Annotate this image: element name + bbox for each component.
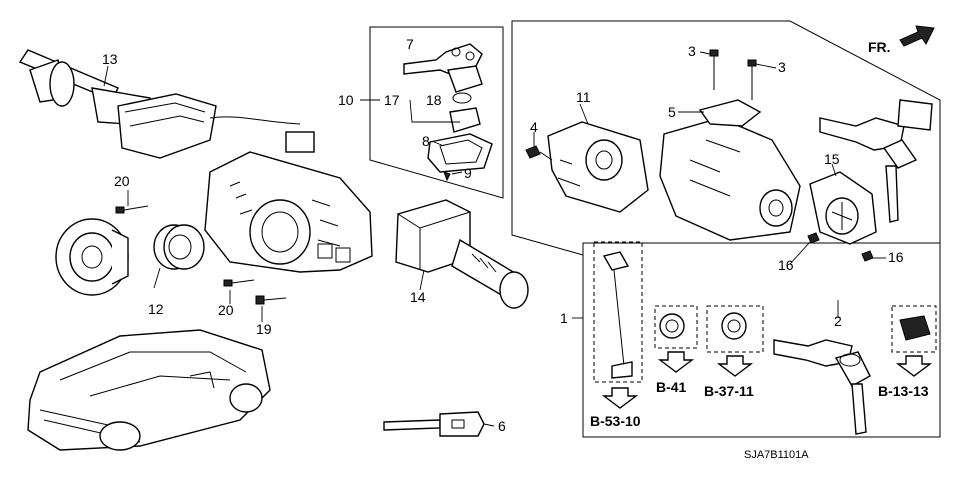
callout-15: 15	[824, 151, 840, 167]
callout-7: 7	[406, 36, 414, 52]
callout-14: 14	[410, 289, 426, 305]
steering-lock-icon	[659, 99, 801, 241]
callout-10: 10	[338, 92, 354, 108]
callout-13: 13	[102, 51, 118, 67]
ref-b37-11[interactable]: B-37-11	[704, 383, 754, 399]
key-cylinder-icon	[809, 171, 877, 245]
ref-b13-13[interactable]: B-13-13	[878, 383, 929, 399]
vehicle-silhouette-icon	[27, 329, 271, 451]
callout-18: 18	[426, 92, 442, 108]
key-blank-icon	[383, 411, 485, 437]
callout-19: 19	[256, 321, 272, 337]
wiper-switch-icon	[395, 199, 529, 309]
callout-16-a: 16	[778, 257, 794, 273]
callout-5: 5	[668, 104, 676, 120]
callout-4: 4	[530, 119, 538, 135]
callout-1: 1	[560, 310, 568, 326]
column-housing-icon	[204, 151, 373, 273]
ref-box-b37	[706, 305, 764, 353]
callout-3-a: 3	[688, 43, 696, 59]
ref-box-b53	[593, 241, 643, 383]
key-lock-sub-box	[582, 242, 940, 255]
key-fob-icon	[403, 43, 493, 182]
leader-lines	[103, 51, 886, 427]
callout-12: 12	[148, 301, 164, 317]
ref-b41[interactable]: B-41	[656, 379, 687, 395]
lock-set-group-box	[511, 20, 941, 438]
key-icon	[819, 99, 933, 223]
ref-box-b41	[654, 305, 698, 349]
callout-20-a: 20	[114, 173, 130, 189]
spiral-cable-icon	[55, 218, 205, 296]
ref-arrow-icons	[601, 351, 933, 409]
ignition-switch-icon	[547, 121, 649, 213]
diagram-code: SJA7B1101A	[744, 449, 809, 461]
callout-11: 11	[576, 89, 591, 105]
direction-arrow-icon	[899, 25, 935, 47]
callout-3-b: 3	[778, 59, 786, 75]
lock-parts-icon	[602, 251, 931, 379]
callout-9: 9	[464, 165, 472, 181]
ref-box-b13	[891, 305, 937, 353]
callout-16-b: 16	[888, 249, 904, 265]
callout-6: 6	[498, 418, 506, 434]
screw-icon	[115, 49, 874, 305]
key-pair-icon	[773, 339, 871, 435]
ref-b53-10[interactable]: B-53-10	[590, 413, 641, 429]
callout-20-b: 20	[218, 302, 234, 318]
callout-8: 8	[422, 133, 430, 149]
direction-label: FR.	[868, 39, 891, 55]
callout-17: 17	[384, 92, 400, 108]
key-kit-group-box	[369, 26, 504, 199]
callout-2: 2	[834, 313, 842, 329]
combination-switch-icon	[18, 49, 315, 159]
